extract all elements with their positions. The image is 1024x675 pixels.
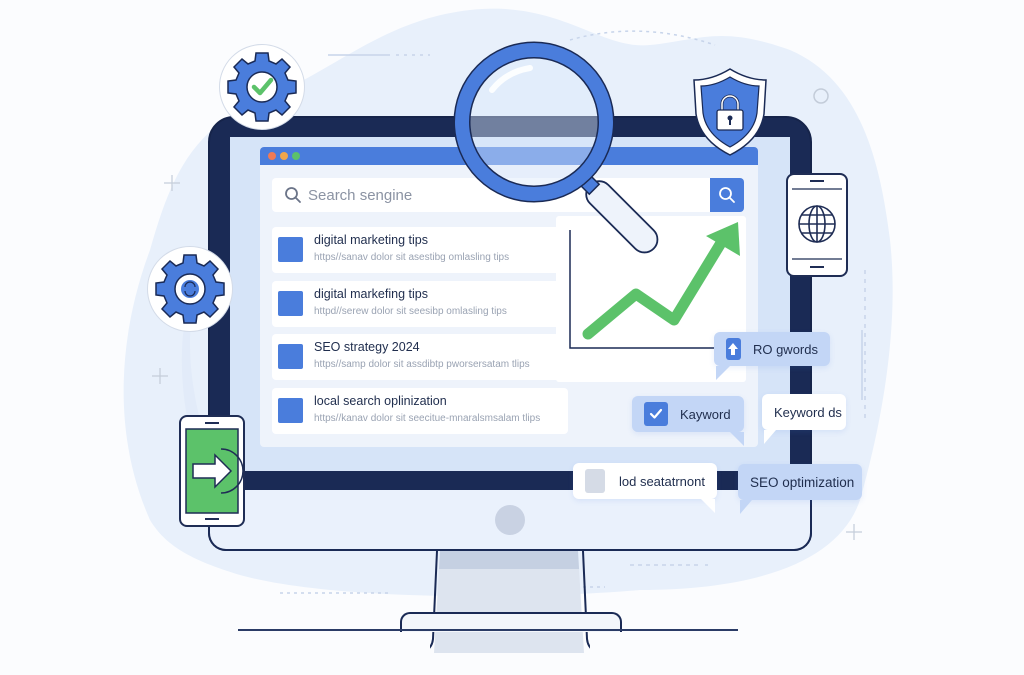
search-button[interactable] [710,178,744,212]
shield-lock-icon [693,68,767,156]
ground-line-dash [255,629,273,631]
magnifying-glass-icon [453,41,659,254]
phone-globe [786,173,848,277]
search-result[interactable]: SEO strategy 2024 https//samp dolor sit … [272,334,568,380]
result-title[interactable]: digital markefing tips [314,287,428,301]
globe-icon [792,180,842,268]
tag-label: Keyword ds [774,404,842,420]
result-thumbnail [278,291,303,316]
gear-sync-icon [155,254,225,324]
keywords-up-tag[interactable]: RO gwords [714,332,830,380]
keyword-ds-tag[interactable]: Keyword ds [762,394,846,444]
gear-check-icon [227,52,297,122]
arrow-up-icon [726,338,741,360]
tag-label: SEO optimization [750,474,855,490]
result-url: https//samp dolor sit assdibtp pworsersa… [314,359,530,370]
result-thumbnail [278,344,303,369]
arrow-right-icon [185,422,244,520]
seo-optimization-tag[interactable]: SEO optimization [738,464,862,514]
monitor-stand-base [400,612,622,632]
gear-sync-badge [147,246,233,332]
result-thumbnail [278,237,303,262]
result-url: httpd//serew dolor sit seesibp omlasling… [314,306,507,317]
result-url: https//kanav dolor sit seecitue-mnaralsm… [314,413,541,424]
result-title[interactable]: SEO strategy 2024 [314,340,420,354]
browser-titlebar [260,147,758,165]
local-statement-tag[interactable]: lod seatatrnont [573,463,717,513]
keyword-check-tag[interactable]: Kayword [632,396,744,446]
result-title[interactable]: local search oplinization [314,394,447,408]
window-close-dot[interactable] [268,152,276,160]
search-result[interactable]: digital markefing tips httpd//serew dolo… [272,281,568,327]
window-maximize-dot[interactable] [292,152,300,160]
checkbox-empty-icon[interactable] [585,469,605,493]
tag-label: RO gwords [752,341,818,357]
tag-label: Kayword [680,406,731,422]
window-minimize-dot[interactable] [280,152,288,160]
monitor-stand [434,551,584,653]
phone-arrow [179,415,245,527]
trend-arrow-icon [569,222,740,349]
gear-check-badge [219,44,305,130]
search-result[interactable]: digital marketing tips https//sanav dolo… [272,227,568,273]
checkbox-checked-icon[interactable] [644,402,668,426]
monitor-stand-outline [430,550,590,649]
search-icon [719,187,735,203]
search-icon [285,187,301,203]
search-result[interactable]: local search oplinization https//kanav d… [272,388,568,434]
result-title[interactable]: digital marketing tips [314,233,428,247]
ground-line [238,629,738,631]
monitor-logo-dot [495,505,525,535]
result-url: https//sanav dolor sit asestibg omlaslin… [314,252,510,263]
tag-label: lod seatatrnont [618,473,705,489]
result-thumbnail [278,398,303,423]
